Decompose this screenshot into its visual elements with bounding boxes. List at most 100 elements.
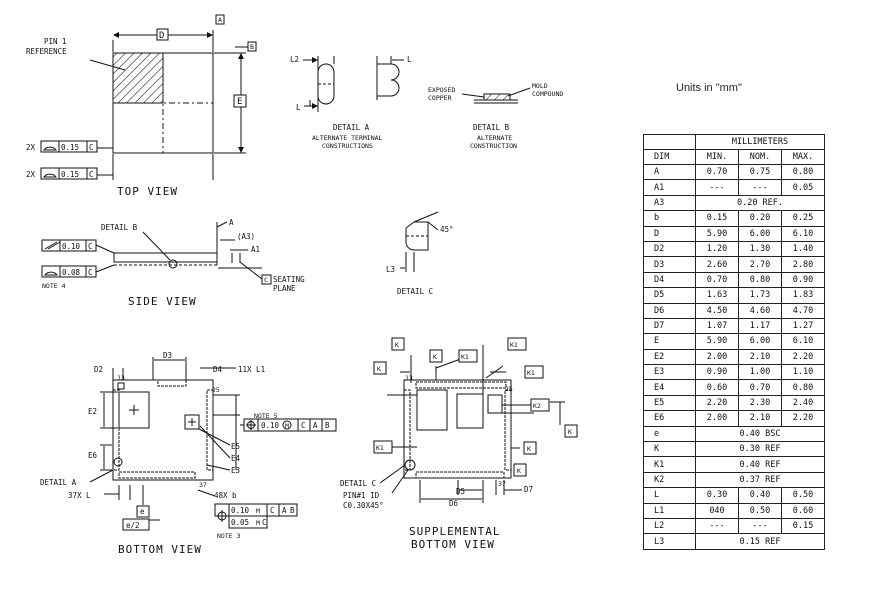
detail-b-caption-2: CONSTRUCTION — [470, 142, 517, 150]
bottom-e5: E5 — [231, 442, 240, 451]
cell-dim: E2 — [643, 348, 696, 366]
cell-dim: L3 — [643, 533, 696, 550]
detail-b-caption-1: ALTERNATE — [477, 134, 512, 142]
supp-title-2: BOTTOM VIEW — [411, 538, 495, 551]
supp-pin37: 37 — [498, 480, 506, 488]
tol1-value: 0.15 — [61, 143, 79, 152]
bottom-e-half: e/2 — [126, 521, 140, 530]
cell-max: 4.70 — [781, 302, 825, 319]
detail-b-ref: DETAIL B — [101, 223, 138, 232]
cell-dim: K — [643, 441, 696, 458]
supp-k2: K2 — [533, 402, 541, 410]
table-row: L2------0.15 — [643, 517, 825, 535]
cell-max: 0.90 — [781, 271, 825, 289]
supp-k-3: K — [377, 365, 381, 373]
table-header-group-row: MILLIMETERS — [643, 134, 825, 150]
supp-pin13: 13 — [405, 374, 413, 382]
bottom-tol-b1-datum-b: B — [290, 506, 295, 515]
detail-a-l-left: L — [296, 103, 301, 112]
bottom-tol-b1-value: 0.10 — [231, 506, 250, 515]
bottom-note5: NOTE 5 — [254, 412, 278, 420]
mold-label-1: MOLD — [532, 82, 548, 90]
cell-dim: L1 — [643, 502, 696, 519]
detail-b — [461, 87, 531, 104]
cell-nom: 1.17 — [738, 317, 782, 335]
top-view — [40, 14, 257, 180]
datum-a-label: A — [218, 16, 222, 24]
cell-nom: 2.10 — [738, 348, 782, 366]
bottom-tol-b1-datum-c: C — [270, 506, 275, 515]
cell-min: 0.15 — [695, 210, 739, 227]
cell-dim: E3 — [643, 364, 696, 381]
cell-max: 6.10 — [781, 225, 825, 242]
cell-max: 2.40 — [781, 394, 825, 412]
supp-k1-2: K1 — [510, 341, 518, 349]
detail-c — [400, 211, 439, 272]
supp-k-5: K — [527, 445, 531, 453]
cell-dim: A1 — [643, 179, 696, 196]
bottom-pos-tol-value: 0.10 — [261, 421, 280, 430]
cell-max: 0.80 — [781, 163, 825, 181]
bottom-note3: NOTE 3 — [217, 532, 241, 540]
detail-a — [303, 56, 404, 112]
cell-min: 4.50 — [695, 302, 739, 319]
cell-max: 2.20 — [781, 348, 825, 366]
cell-max: 0.50 — [781, 487, 825, 504]
col-max: MAX. — [781, 149, 825, 165]
cell-dim: D3 — [643, 256, 696, 273]
table-header-group: MILLIMETERS — [695, 134, 825, 150]
bottom-detail-a-ref: DETAIL A — [40, 478, 77, 487]
detail-a-title: DETAIL A — [333, 123, 370, 132]
detail-a-labels: L2 L L DETAIL A ALTERNATE TERMINAL CONST… — [290, 55, 412, 150]
supp-pin1-id-2: C0.30X45° — [343, 501, 384, 510]
supp-k-1: K — [395, 341, 399, 349]
pin1-label-2: REFERENCE — [26, 47, 67, 56]
cell-min: 5.90 — [695, 225, 739, 242]
bottom-view-title: BOTTOM VIEW — [118, 543, 202, 556]
cell-min: 0.70 — [695, 163, 739, 181]
top-view-labels: PIN 1 REFERENCE D A E B 2X 0.15 C 2X 0.1… — [26, 16, 254, 198]
cell-min: 0.30 — [695, 487, 739, 504]
bottom-e3: E3 — [231, 466, 240, 475]
table-row: A1------0.05 — [643, 179, 825, 196]
detail-c-title: DETAIL C — [397, 287, 433, 296]
bottom-48x-b: 48X b — [214, 491, 237, 500]
cell-max: 2.20 — [781, 410, 825, 427]
cell-max: 0.25 — [781, 210, 825, 227]
dim-d-label: D — [159, 31, 164, 41]
cell-min: 0.70 — [695, 271, 739, 289]
supp-pin1-id-1: PIN#1 ID — [343, 491, 380, 500]
exposed-label-2: COPPER — [428, 94, 452, 102]
detail-c-l3: L3 — [386, 265, 395, 274]
note4-label: NOTE 4 — [42, 282, 66, 290]
bottom-tol-b1-mod: M — [256, 507, 260, 515]
cell-nom: 2.10 — [738, 410, 782, 427]
cell-nom: 0.40 — [738, 487, 782, 504]
supp-k1-1: K1 — [461, 353, 469, 361]
cell-dim: K1 — [643, 456, 696, 473]
bottom-d2: D2 — [94, 365, 103, 374]
supp-d6: D6 — [449, 499, 459, 508]
bottom-e6: E6 — [88, 451, 98, 460]
cell-dim: D5 — [643, 287, 696, 304]
tol1-datum: C — [89, 143, 94, 152]
cell-dim: A — [643, 163, 696, 181]
bottom-view — [89, 357, 337, 531]
cell-max: 0.60 — [781, 502, 825, 519]
cell-dim: D2 — [643, 240, 696, 258]
cell-min: 0.60 — [695, 379, 739, 396]
cell-nom: 0.70 — [738, 379, 782, 396]
bottom-tol-b2-datum-c: C — [262, 518, 267, 527]
cell-nom: 1.30 — [738, 240, 782, 258]
bottom-pin37: 37 — [199, 481, 207, 489]
cell-max: 2.80 — [781, 256, 825, 273]
cell-min: 1.63 — [695, 287, 739, 304]
